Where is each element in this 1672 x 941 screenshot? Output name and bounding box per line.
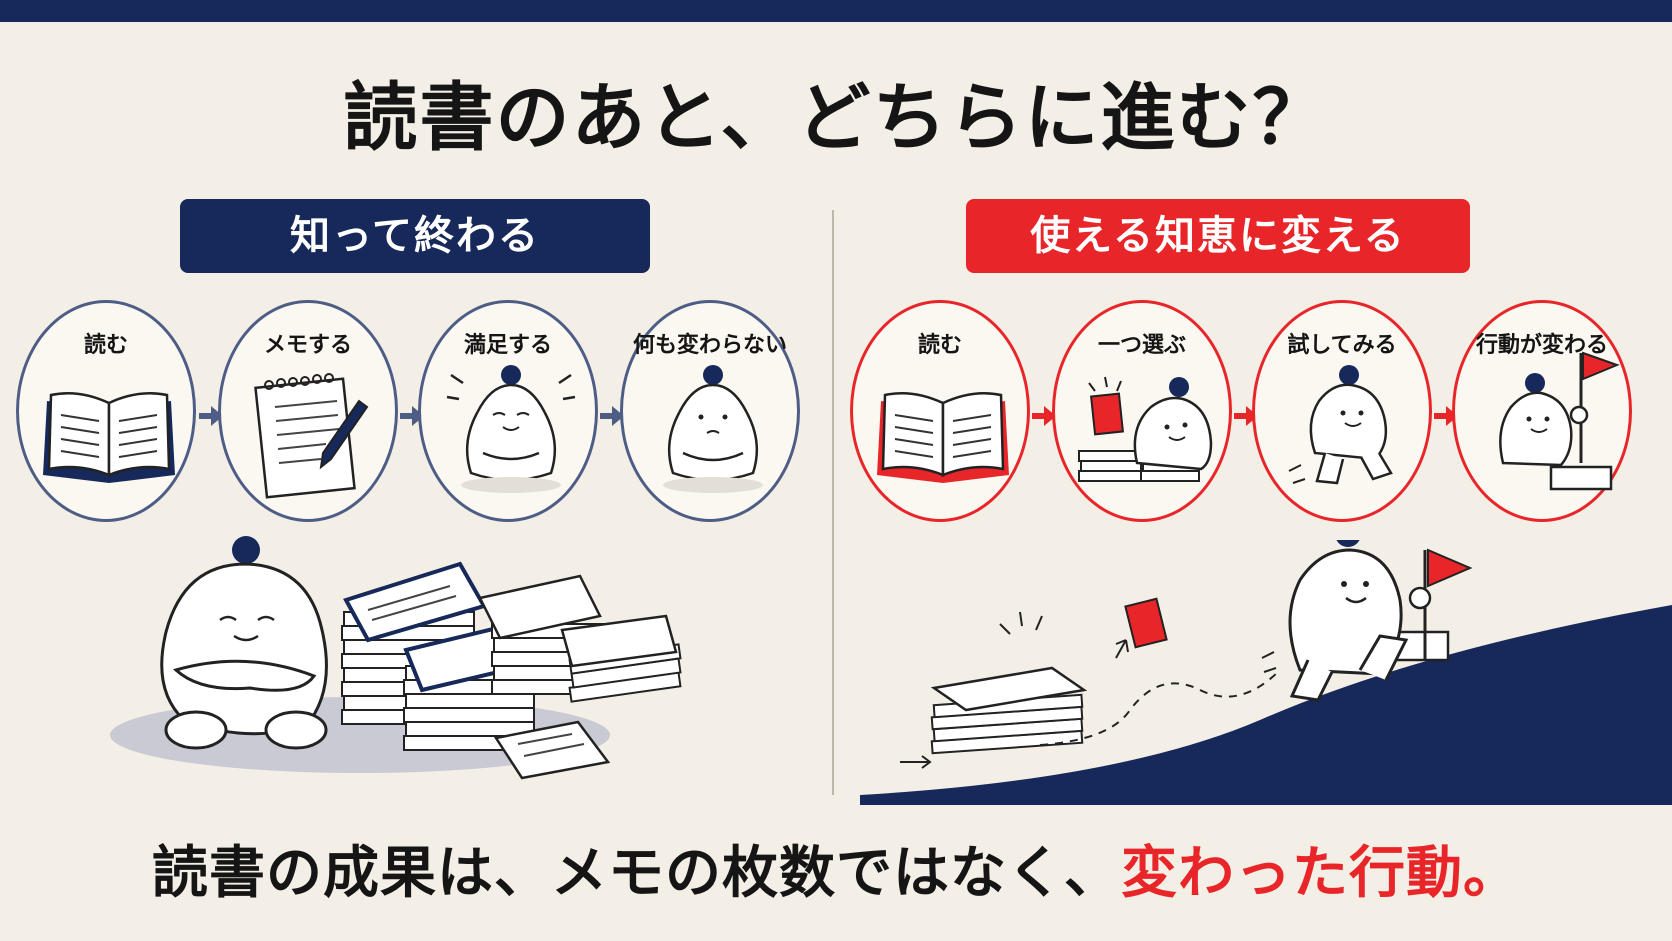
- arrow-right-icon: [600, 406, 624, 426]
- left-step-read-label: 読む: [83, 333, 128, 358]
- left-step-read: 読む: [16, 300, 196, 522]
- right-banner: 使える知恵に変える: [966, 199, 1470, 273]
- page-title: 読書のあと、どちらに進む？: [343, 75, 1329, 161]
- open-book-icon: [43, 392, 175, 483]
- right-step-try-label: 試してみる: [1287, 333, 1397, 358]
- right-step-read-label: 読む: [917, 333, 962, 358]
- arrow-right-icon: [199, 406, 223, 426]
- conclusion-accent: 変わった行動。: [1121, 841, 1520, 906]
- center-divider: [832, 210, 834, 795]
- left-step-nothing-changes-label: 何も変わらない: [632, 333, 787, 358]
- right-step-choose-one-label: 一つ選ぶ: [1097, 333, 1186, 358]
- sleeping-character-with-notes-illustration: [110, 536, 682, 780]
- left-step-memo: メモする: [218, 300, 398, 522]
- right-step-read: 読む: [850, 300, 1030, 522]
- left-step-satisfied-label: 満足する: [463, 333, 552, 358]
- arrow-right-icon: [1032, 406, 1056, 426]
- left-step-memo-label: メモする: [263, 333, 352, 358]
- left-step-nothing-changes: 何も変わらない: [620, 300, 800, 522]
- unchanged-character-icon: [663, 365, 763, 493]
- choose-book-character-icon: [1078, 376, 1213, 482]
- open-book-icon: [877, 392, 1009, 483]
- right-step-try: 試してみる: [1252, 300, 1432, 522]
- walking-character-icon: [1288, 365, 1393, 485]
- notepad-pen-icon: [254, 373, 369, 499]
- top-bar: [0, 0, 1672, 22]
- conclusion-text: 読書の成果は、メモの枚数ではなく、変わった行動。: [0, 828, 1672, 909]
- left-step-satisfied: 満足する: [418, 300, 598, 522]
- climbing-character-with-flag-illustration: [860, 540, 1672, 805]
- right-step-action-changes: 行動が変わる: [1452, 300, 1632, 522]
- right-step-choose-one: 一つ選ぶ: [1052, 300, 1232, 522]
- left-banner: 知って終わる: [180, 199, 650, 273]
- conclusion-main: 読書の成果は、メモの枚数ではなく、: [152, 841, 1121, 906]
- flag-character-icon: [1499, 351, 1620, 491]
- satisfied-character-icon: [446, 365, 576, 493]
